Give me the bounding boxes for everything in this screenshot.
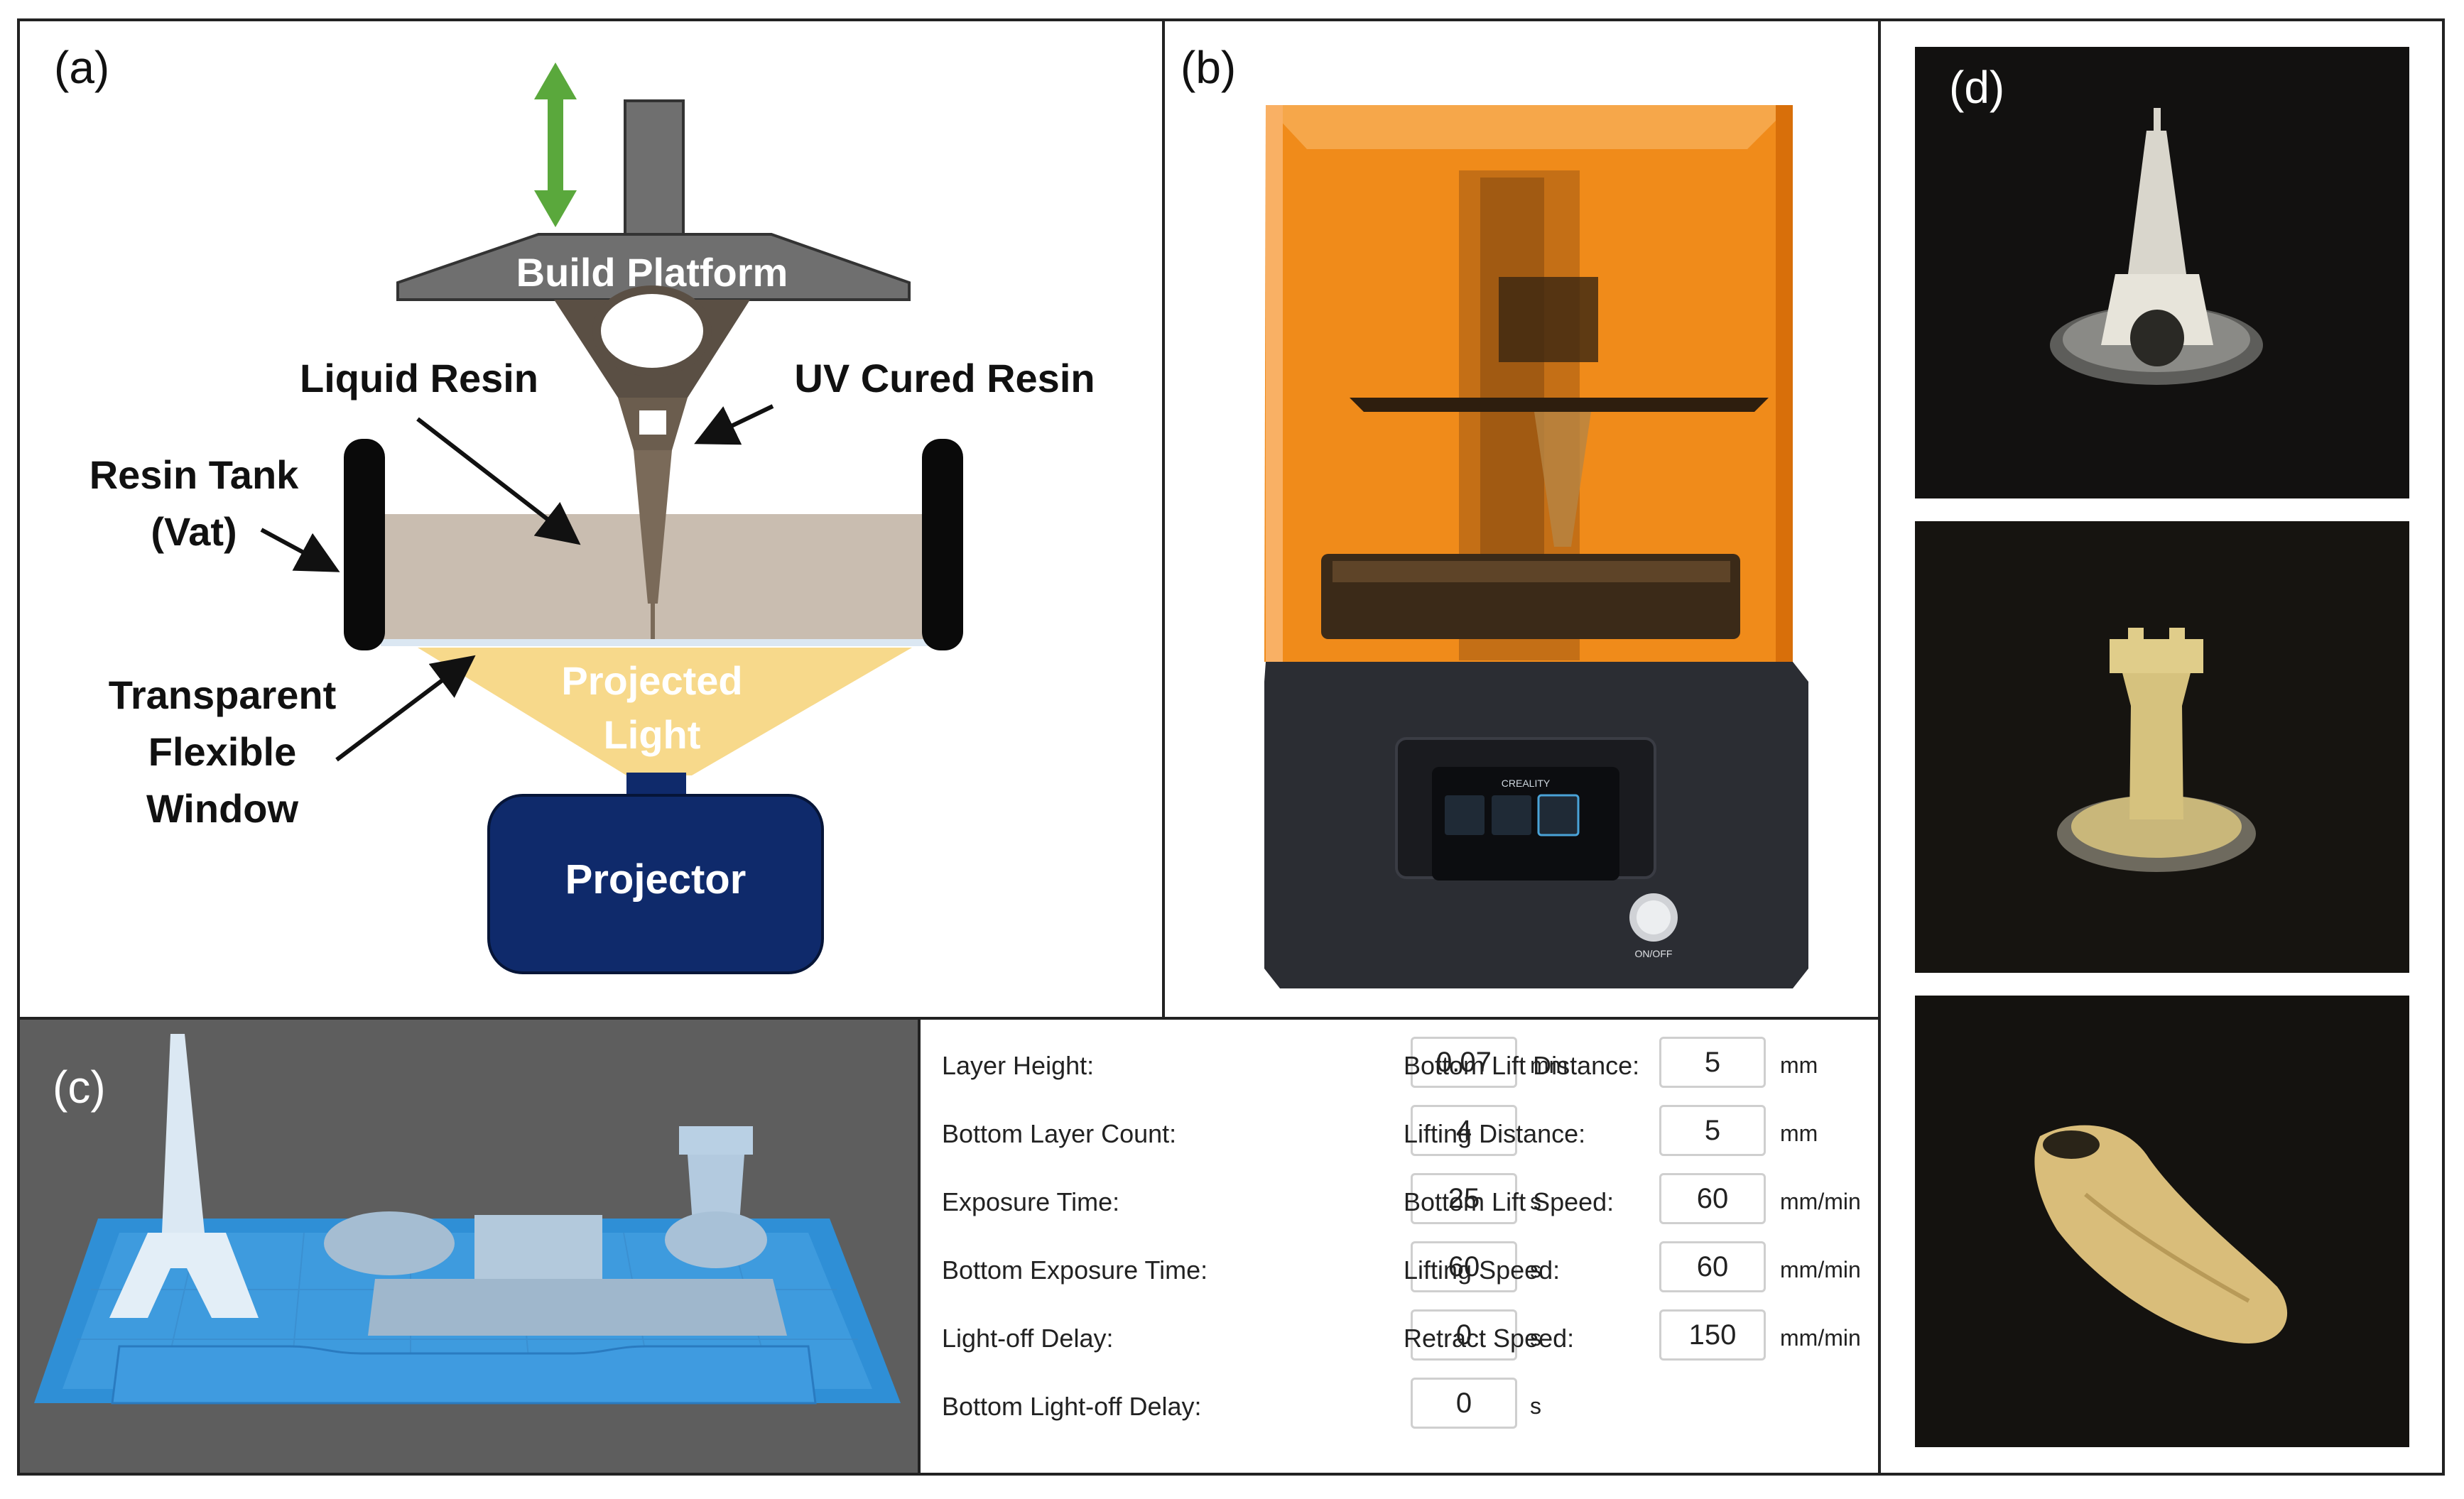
- print-settings-panel: Layer Height: 0.07 mm Bottom Layer Count…: [918, 1017, 1881, 1476]
- panel-a-label: (a): [54, 42, 110, 93]
- resin-tank-label-1: Resin Tank: [89, 452, 299, 497]
- bottom-lift-distance-input[interactable]: 5: [1659, 1037, 1766, 1088]
- eiffel-tower-print: [554, 285, 750, 639]
- bottom-lift-speed-input[interactable]: 60: [1659, 1173, 1766, 1224]
- printing-process-diagram: Build Platform Projected Light Projector: [89, 62, 1095, 974]
- uv-cured-resin-arrow: [694, 404, 774, 445]
- exposure-time-input[interactable]: 25: [1411, 1173, 1517, 1224]
- projector: Projector: [487, 773, 824, 974]
- liquid-resin-arrow: [416, 417, 581, 545]
- panel-a: Build Platform Projected Light Projector: [17, 18, 1165, 1020]
- setting-unit: mm: [1780, 1121, 1818, 1146]
- panel-d: (d): [1878, 18, 2445, 1476]
- lifting-distance-input[interactable]: 5: [1659, 1105, 1766, 1156]
- setting-label: Bottom Lift Speed:: [1404, 1187, 1614, 1216]
- setting-unit: s: [1530, 1257, 1541, 1282]
- setting-label: Bottom Lift Distance:: [1404, 1051, 1640, 1080]
- projected-light-label-2: Light: [604, 712, 701, 757]
- window-label-2: Flexible: [148, 729, 297, 774]
- setting-label: Bottom Light-off Delay:: [942, 1392, 1202, 1421]
- setting-label: Bottom Layer Count:: [942, 1119, 1177, 1148]
- printed-shoe-photo: [1915, 996, 2409, 1447]
- window-arrow: [335, 655, 476, 762]
- bottom-light-off-delay-input[interactable]: 0: [1411, 1378, 1517, 1429]
- setting-label: Lifting Distance:: [1404, 1119, 1586, 1148]
- projected-light-beam: [418, 648, 912, 775]
- setting-unit: mm: [1780, 1052, 1818, 1078]
- setting-label: Exposure Time:: [942, 1187, 1120, 1216]
- panel-c-label: (c): [53, 1062, 106, 1113]
- bottom-layer-count-input[interactable]: 4: [1411, 1105, 1517, 1156]
- setting-unit: s: [1530, 1189, 1541, 1214]
- setting-unit: mm: [1530, 1052, 1568, 1078]
- retract-speed-input[interactable]: 150: [1659, 1309, 1766, 1361]
- lifting-speed-input[interactable]: 60: [1659, 1241, 1766, 1292]
- slicer-build-plate-preview: [20, 1020, 918, 1473]
- setting-label: Light-off Delay:: [942, 1324, 1114, 1353]
- setting-unit: s: [1530, 1325, 1541, 1351]
- vertical-motion-arrow: [534, 62, 577, 227]
- setting-label: Bottom Exposure Time:: [942, 1255, 1208, 1285]
- panel-c-preview: (c): [17, 1017, 921, 1476]
- liquid-resin-label: Liquid Resin: [300, 356, 538, 400]
- setting-label: Layer Height:: [942, 1051, 1095, 1080]
- panel-d-label: (d): [1949, 62, 2005, 113]
- resin-tank-arrow: [260, 528, 340, 572]
- setting-label: Retract Speed:: [1404, 1324, 1575, 1353]
- bottom-exposure-time-input[interactable]: 60: [1411, 1241, 1517, 1292]
- setting-unit: mm/min: [1780, 1189, 1861, 1214]
- setting-unit: s: [1530, 1393, 1541, 1419]
- window-label-1: Transparent: [109, 672, 337, 717]
- printed-eiffel-tower-photo: [1915, 47, 2409, 498]
- panel-b: CREALITY ON/OFF (b): [1162, 18, 1881, 1020]
- resin-printer-photo: CREALITY ON/OFF: [1165, 21, 1878, 1017]
- resin-tank: [344, 439, 963, 650]
- panel-b-label: (b): [1181, 42, 1237, 93]
- resin-tank-label-2: (Vat): [151, 509, 237, 554]
- layer-height-input[interactable]: 0.07: [1411, 1037, 1517, 1088]
- printer-brand: CREALITY: [1502, 778, 1551, 789]
- uv-cured-resin-label: UV Cured Resin: [794, 356, 1095, 400]
- power-button-label: ON/OFF: [1635, 948, 1673, 959]
- printed-rook-photo: [1915, 521, 2409, 973]
- window-label-3: Window: [146, 786, 299, 831]
- light-off-delay-input[interactable]: 0: [1411, 1309, 1517, 1361]
- projector-label: Projector: [565, 856, 747, 903]
- setting-label: Lifting Speed:: [1404, 1255, 1561, 1285]
- build-platform: Build Platform: [396, 99, 911, 301]
- projected-light-label-1: Projected: [561, 658, 742, 703]
- setting-unit: mm/min: [1780, 1257, 1861, 1282]
- setting-unit: mm/min: [1780, 1325, 1861, 1351]
